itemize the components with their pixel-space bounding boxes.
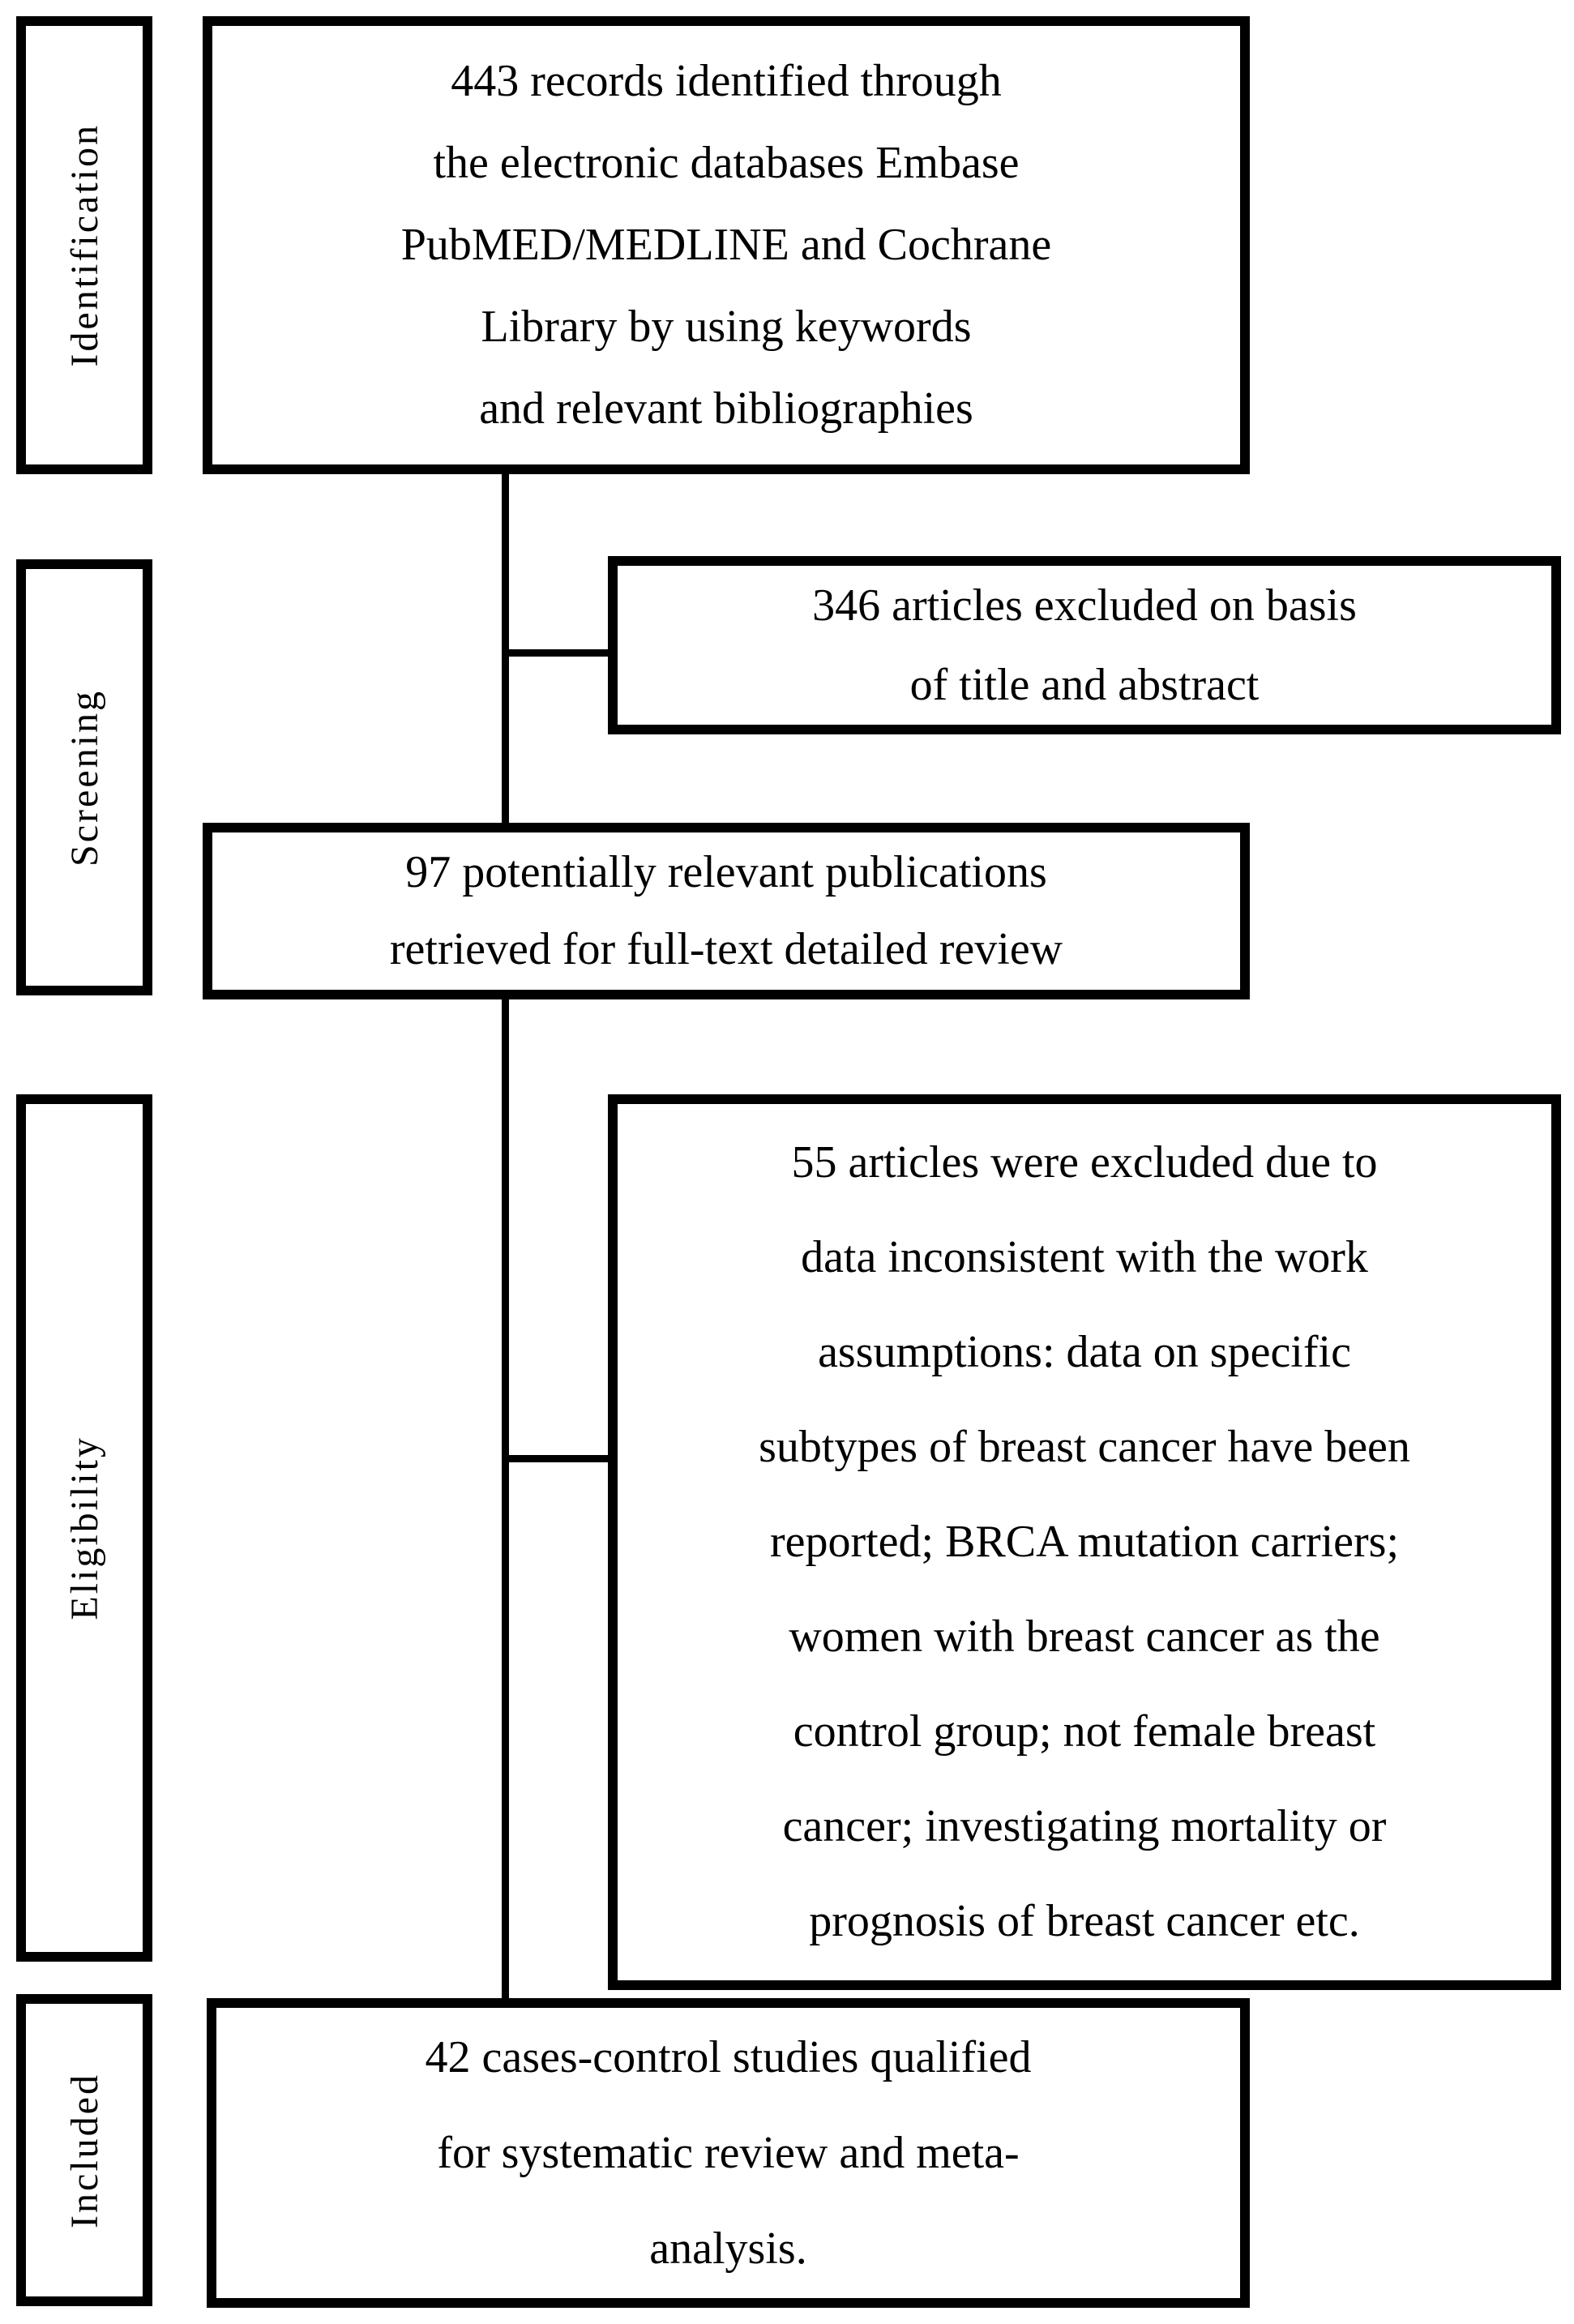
box-excluded-eligibility-line: prognosis of breast cancer etc. bbox=[809, 1896, 1360, 1946]
stage-label-identification: Identification bbox=[62, 123, 106, 367]
stage-box-included: Included bbox=[16, 1994, 152, 2306]
stage-box-screening: Screening bbox=[16, 559, 152, 995]
box-records-line: and relevant bibliographies bbox=[479, 383, 973, 434]
box-excluded-eligibility-line: reported; BRCA mutation carriers; bbox=[769, 1517, 1400, 1567]
box-included-studies-line: 42 cases-control studies qualified bbox=[425, 2032, 1032, 2082]
box-excluded-eligibility-line: control group; not female breast bbox=[793, 1706, 1376, 1757]
box-excluded-eligibility-line: women with breast cancer as the bbox=[789, 1611, 1380, 1662]
box-excluded-screening: 346 articles excluded on basis of title … bbox=[608, 556, 1561, 734]
box-fulltext-line: 97 potentially relevant publications bbox=[405, 847, 1047, 897]
stage-label-included: Included bbox=[62, 2072, 106, 2228]
connector-branch-screening-exclusion bbox=[505, 649, 611, 657]
box-records-line: PubMED/MEDLINE and Cochrane bbox=[400, 220, 1052, 270]
box-excluded-screening-line: of title and abstract bbox=[909, 660, 1260, 710]
box-excluded-eligibility-line: cancer; investigating mortality or bbox=[782, 1801, 1387, 1851]
connector-branch-eligibility-exclusion bbox=[505, 1455, 611, 1462]
box-excluded-eligibility-line: assumptions: data on specific bbox=[818, 1327, 1351, 1377]
box-excluded-screening-line: 346 articles excluded on basis bbox=[812, 580, 1357, 631]
box-records-line: the electronic databases Embase bbox=[433, 138, 1020, 188]
stage-label-eligibility: Eligibility bbox=[62, 1436, 106, 1620]
box-fulltext-retrieved: 97 potentially relevant publications ret… bbox=[203, 823, 1250, 999]
box-included-studies: 42 cases-control studies qualified for s… bbox=[207, 1998, 1250, 2308]
box-excluded-eligibility-line: data inconsistent with the work bbox=[801, 1232, 1368, 1282]
box-records-line: Library by using keywords bbox=[481, 302, 972, 352]
box-fulltext-line: retrieved for full-text detailed review bbox=[389, 924, 1063, 974]
connector-trunk-line bbox=[502, 473, 509, 2000]
stage-box-eligibility: Eligibility bbox=[16, 1094, 152, 1962]
stage-box-identification: Identification bbox=[16, 16, 152, 474]
box-excluded-eligibility-line: 55 articles were excluded due to bbox=[791, 1137, 1378, 1188]
box-records-identified: 443 records identified through the elect… bbox=[203, 16, 1250, 474]
box-included-studies-line: for systematic review and meta- bbox=[437, 2128, 1020, 2178]
box-excluded-eligibility: 55 articles were excluded due to data in… bbox=[608, 1094, 1561, 1990]
stage-label-screening: Screening bbox=[62, 688, 106, 867]
box-records-line: 443 records identified through bbox=[451, 56, 1002, 106]
box-included-studies-line: analysis. bbox=[649, 2223, 807, 2274]
box-excluded-eligibility-line: subtypes of breast cancer have been bbox=[759, 1422, 1410, 1472]
